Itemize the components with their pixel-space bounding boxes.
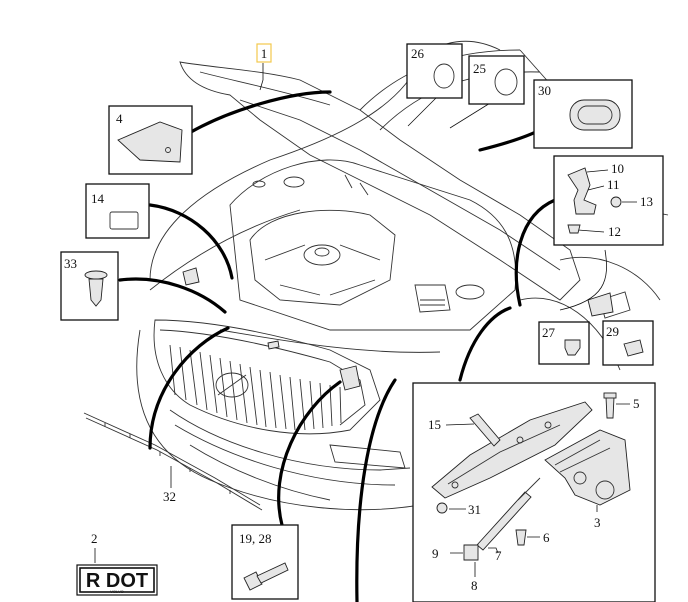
grommet-icon	[494, 68, 518, 96]
pointer-curves	[118, 63, 607, 602]
callout-7-label: 7	[495, 548, 502, 563]
callout-8-label: 8	[471, 578, 478, 593]
clip-icon	[564, 339, 581, 356]
callout-29-box: 29	[602, 320, 654, 366]
bolt-icon	[515, 529, 527, 546]
badge-text: R DOT	[86, 570, 148, 592]
nut-icon	[436, 502, 448, 514]
bracket-plate-icon	[431, 401, 593, 499]
callout-1: 1	[256, 43, 272, 63]
callout-13-label: 13	[640, 194, 653, 209]
callout-3-label: 3	[594, 515, 601, 530]
badge-subtext: VOLVO	[110, 589, 124, 594]
callout-15-label: 15	[428, 417, 441, 432]
callout-29-label: 29	[606, 324, 619, 339]
bolt-icon	[567, 224, 581, 234]
callout-27-label: 27	[542, 325, 556, 340]
strut-icon	[476, 491, 532, 551]
callout-30-label: 30	[538, 83, 551, 98]
callout-26-label: 26	[411, 46, 425, 61]
hood-hinge-icon	[567, 167, 597, 215]
callout-10-13-box: 10 11 13 12	[553, 155, 664, 246]
callout-2-label: 2	[91, 531, 98, 546]
r-design-badge: R DOT VOLVO	[76, 564, 158, 596]
callout-14-label: 14	[91, 191, 105, 206]
callout-27-box: 27	[538, 321, 590, 365]
clip-icon	[623, 339, 644, 357]
push-clip-icon	[84, 270, 108, 280]
plug-icon	[569, 99, 621, 131]
callout-19-28-label: 19, 28	[239, 531, 272, 546]
callout-14-box: 14	[85, 183, 150, 239]
callout-19-28-box: 19, 28	[231, 524, 299, 600]
callout-33-box: 33	[60, 251, 119, 321]
callout-25-box: 25	[468, 55, 525, 105]
callout-26-box: 26	[406, 43, 463, 99]
nut-icon	[610, 196, 622, 208]
label-plate-icon	[109, 211, 139, 230]
latch-detail-box: 15 5 3 31 6 7 9 8	[412, 382, 656, 602]
callout-9-label: 9	[432, 546, 439, 561]
callout-12-label: 12	[608, 224, 621, 239]
callout-32-label: 32	[163, 489, 176, 504]
bolt-icon	[605, 396, 615, 419]
callout-1-label: 1	[261, 46, 268, 61]
callout-10-label: 10	[611, 161, 624, 176]
callout-30-box: 30	[533, 79, 633, 149]
callout-11-label: 11	[607, 177, 620, 192]
callout-5-label: 5	[633, 396, 640, 411]
grille-slats	[169, 344, 342, 431]
callout-6-label: 6	[543, 530, 550, 545]
callout-4-label: 4	[116, 111, 123, 126]
ball-joint-icon	[463, 544, 479, 561]
grommet-icon	[433, 63, 455, 89]
small-bracket-icon	[469, 413, 501, 447]
callout-33-label: 33	[64, 256, 77, 271]
callout-31-label: 31	[468, 502, 481, 517]
callout-25-label: 25	[473, 61, 486, 76]
callout-4-box: 4	[108, 105, 193, 175]
